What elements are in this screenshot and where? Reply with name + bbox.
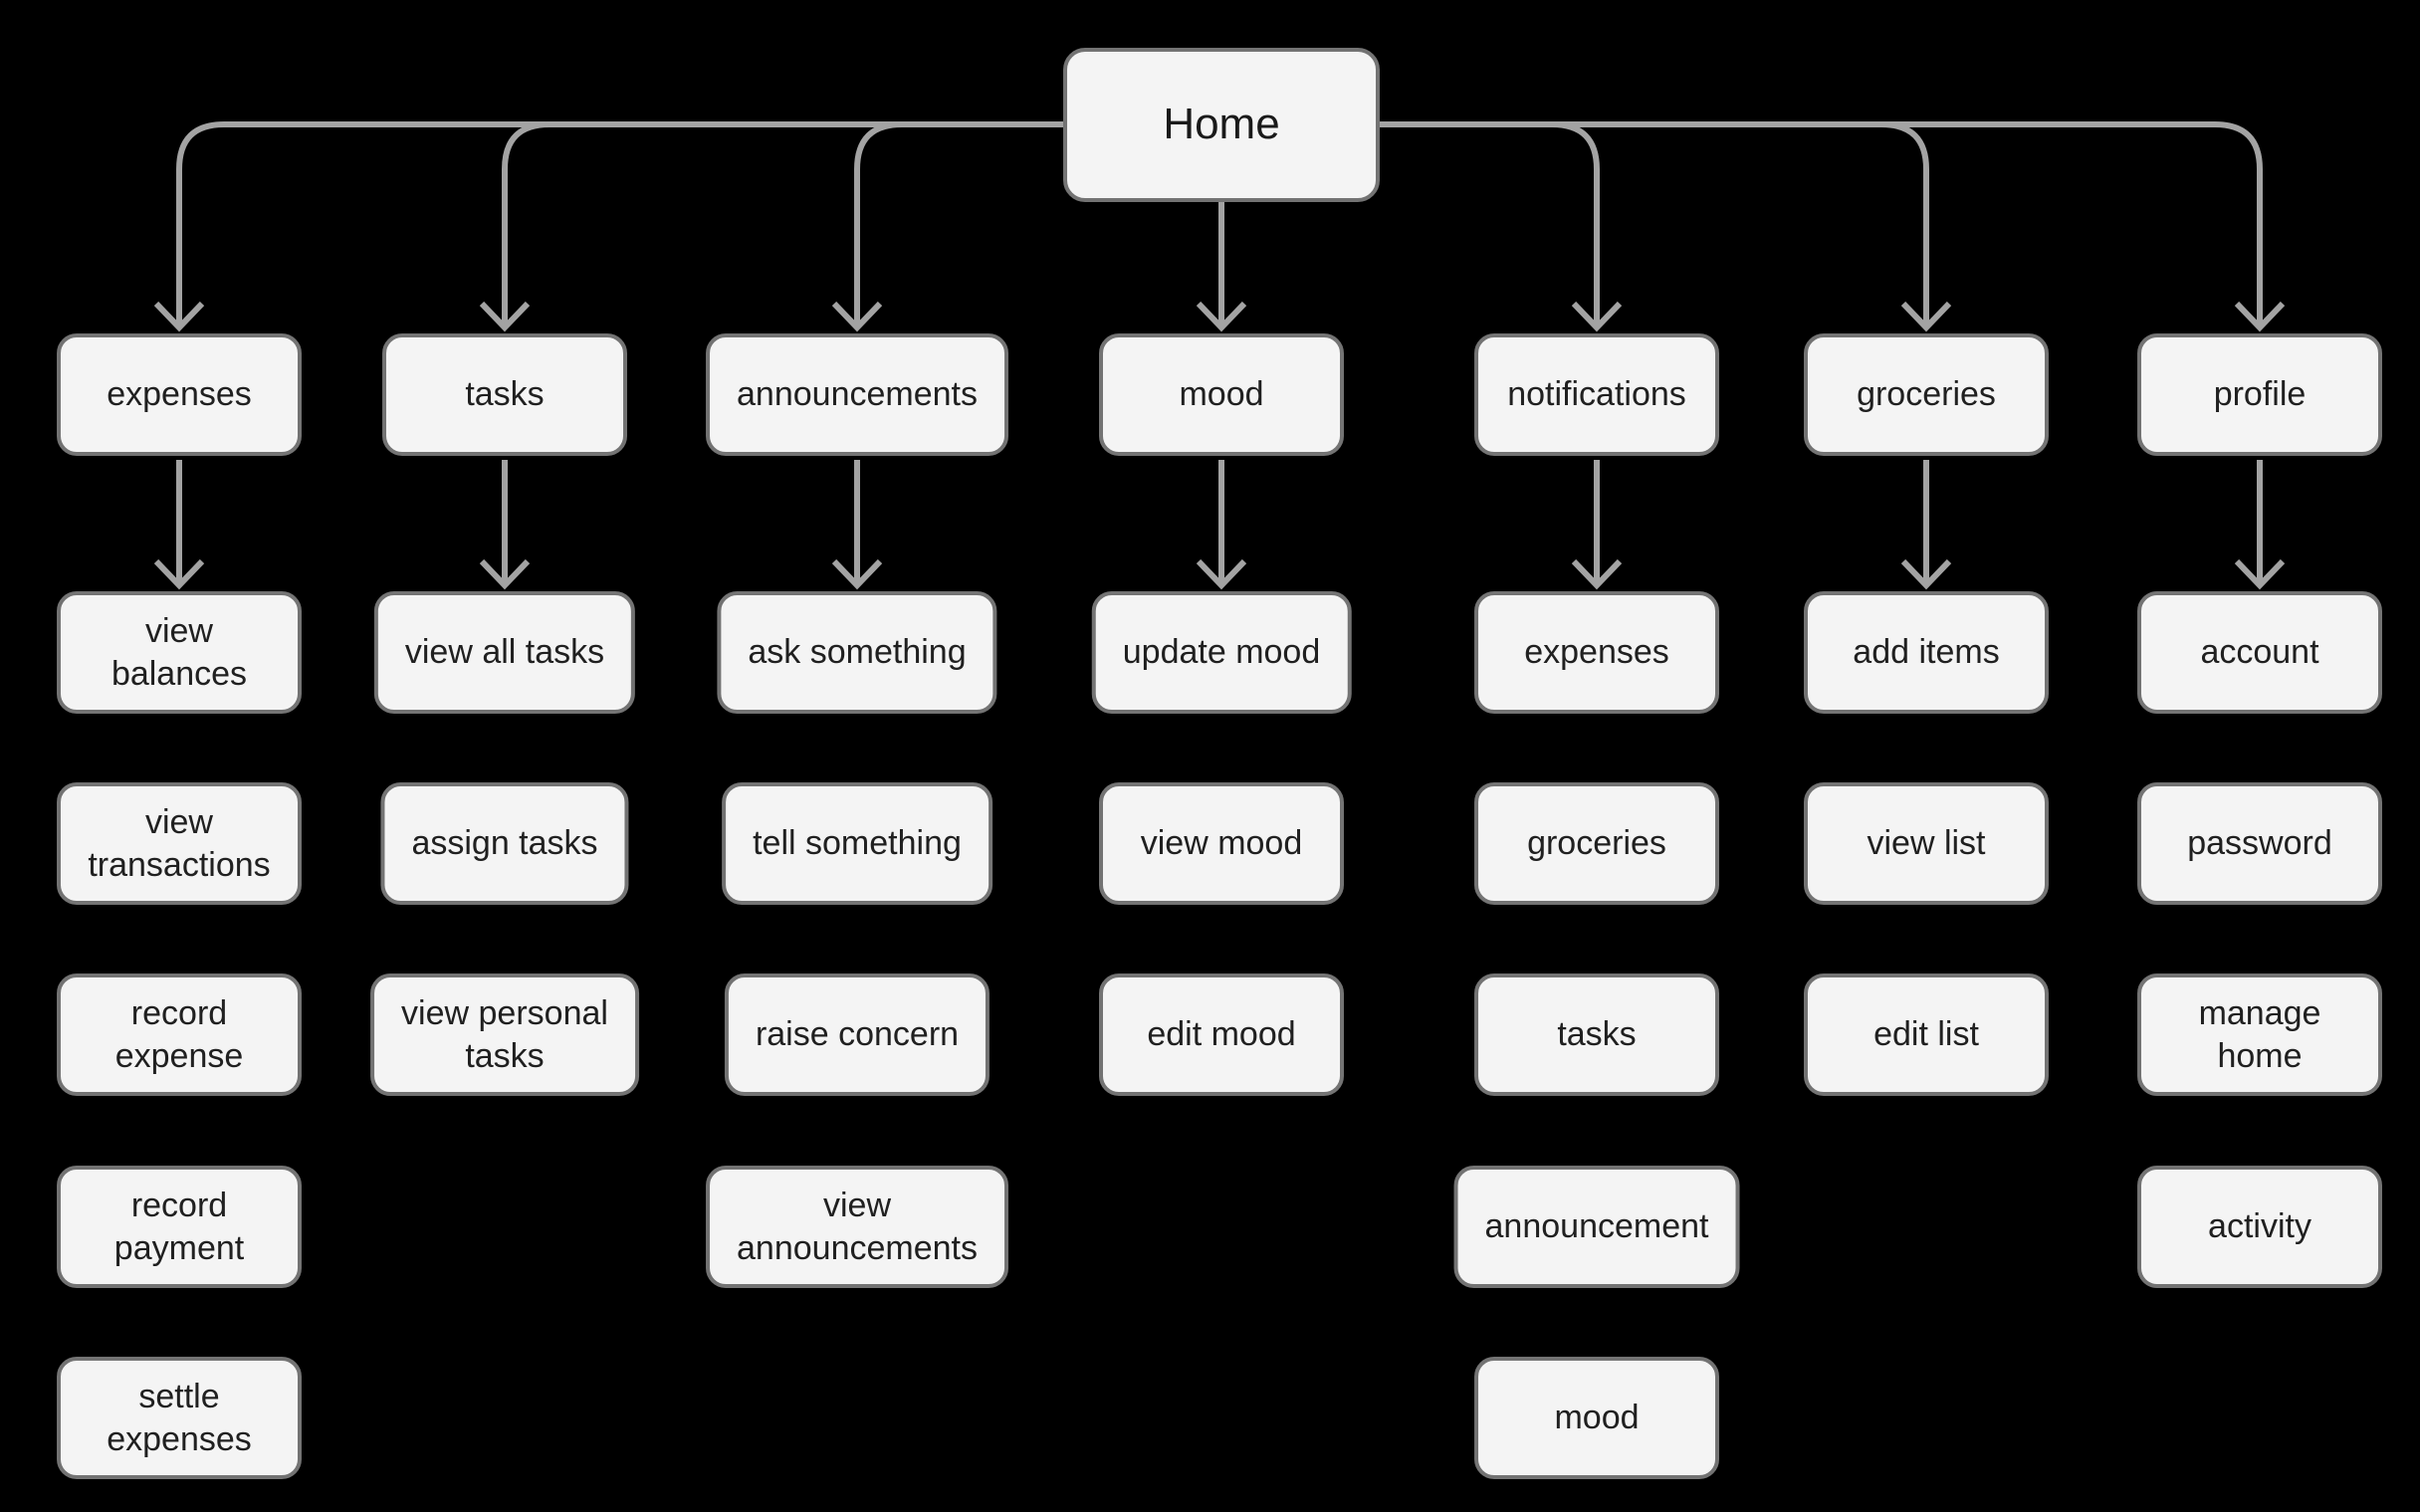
- edge-home-expenses: [176, 121, 1063, 327]
- arrowhead-expenses-child: [153, 558, 205, 590]
- node-assign-tasks: assign tasks: [380, 782, 629, 905]
- node-update-mood: update mood: [1091, 591, 1352, 714]
- arrowhead-notifications-child: [1571, 558, 1623, 590]
- node-view-personal-tasks: view personal tasks: [370, 973, 639, 1096]
- edge-home-groceries: [1880, 121, 1929, 327]
- arrowhead-mood-child: [1196, 558, 1247, 590]
- arrowhead-notifications: [1571, 301, 1623, 332]
- node-add-items: add items: [1804, 591, 2049, 714]
- arrowhead-announcements: [831, 301, 883, 332]
- arrowhead-groceries-child: [1900, 558, 1952, 590]
- node-profile: profile: [2137, 333, 2382, 456]
- node-view-all-tasks: view all tasks: [373, 591, 636, 714]
- arrowhead-profile-child: [2234, 558, 2286, 590]
- node-view-list: view list: [1804, 782, 2049, 905]
- node-edit-list: edit list: [1804, 973, 2049, 1096]
- node-home: Home: [1063, 48, 1380, 202]
- arrowhead-mood: [1196, 301, 1247, 332]
- node-mood: mood: [1099, 333, 1344, 456]
- node-tell-something: tell something: [722, 782, 992, 905]
- node-notif-groceries: groceries: [1474, 782, 1719, 905]
- node-record-expense: record expense: [57, 973, 302, 1096]
- node-raise-concern: raise concern: [724, 973, 990, 1096]
- edge-home-announcements: [854, 121, 903, 327]
- node-edit-mood: edit mood: [1099, 973, 1344, 1096]
- node-expenses: expenses: [57, 333, 302, 456]
- arrowhead-groceries: [1900, 301, 1952, 332]
- arrowhead-expenses: [153, 301, 205, 332]
- node-groceries: groceries: [1804, 333, 2049, 456]
- arrowhead-tasks: [479, 301, 531, 332]
- node-notif-mood: mood: [1474, 1357, 1719, 1479]
- edge-home-tasks: [502, 121, 550, 327]
- node-account: account: [2137, 591, 2382, 714]
- node-view-balances: view balances: [57, 591, 302, 714]
- node-notif-announcement: announcement: [1453, 1166, 1740, 1288]
- node-manage-home: manage home: [2137, 973, 2382, 1096]
- node-password: password: [2137, 782, 2382, 905]
- node-notifications: notifications: [1474, 333, 1719, 456]
- node-view-mood: view mood: [1099, 782, 1344, 905]
- node-view-transactions: view transactions: [57, 782, 302, 905]
- edge-home-notifications: [1551, 121, 1600, 327]
- node-activity: activity: [2137, 1166, 2382, 1288]
- node-notif-expenses: expenses: [1474, 591, 1719, 714]
- node-announcements: announcements: [706, 333, 1008, 456]
- arrowhead-tasks-child: [479, 558, 531, 590]
- node-tasks: tasks: [382, 333, 627, 456]
- node-ask-something: ask something: [717, 591, 997, 714]
- arrowhead-announcements-child: [831, 558, 883, 590]
- node-settle-expenses: settle expenses: [57, 1357, 302, 1479]
- node-record-payment: record payment: [57, 1166, 302, 1288]
- node-notif-tasks: tasks: [1474, 973, 1719, 1096]
- node-view-announcements: view announcements: [706, 1166, 1008, 1288]
- edge-home-profile: [1380, 121, 2263, 327]
- arrowhead-profile: [2234, 301, 2286, 332]
